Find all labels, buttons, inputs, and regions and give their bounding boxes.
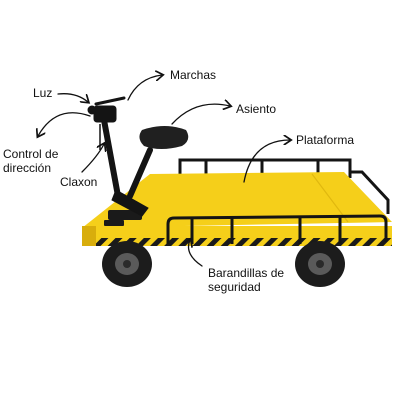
label-luz: Luz <box>33 86 53 100</box>
arrow-plataforma <box>243 140 290 183</box>
arrow-asiento <box>171 104 230 125</box>
arrow-control <box>38 112 91 136</box>
foot-pedals <box>104 210 142 226</box>
label-claxon: Claxon <box>60 175 98 189</box>
front-wheel <box>102 241 152 287</box>
label-plataforma: Plataforma <box>296 133 355 147</box>
label-asiento: Asiento <box>236 102 277 116</box>
label-marchas: Marchas <box>170 68 217 82</box>
label-barandillas: Barandillas de seguridad <box>208 266 285 294</box>
rear-wheel <box>295 241 345 287</box>
arrow-claxon <box>81 144 104 173</box>
callout-arrows <box>38 75 290 267</box>
arrow-luz <box>57 93 88 102</box>
platform <box>82 172 392 246</box>
steering-column <box>87 96 149 217</box>
arrow-marchas <box>127 75 162 101</box>
label-control-direccion: Control de dirección <box>3 147 59 175</box>
arrow-barandillas <box>189 240 203 267</box>
seat <box>127 126 189 199</box>
